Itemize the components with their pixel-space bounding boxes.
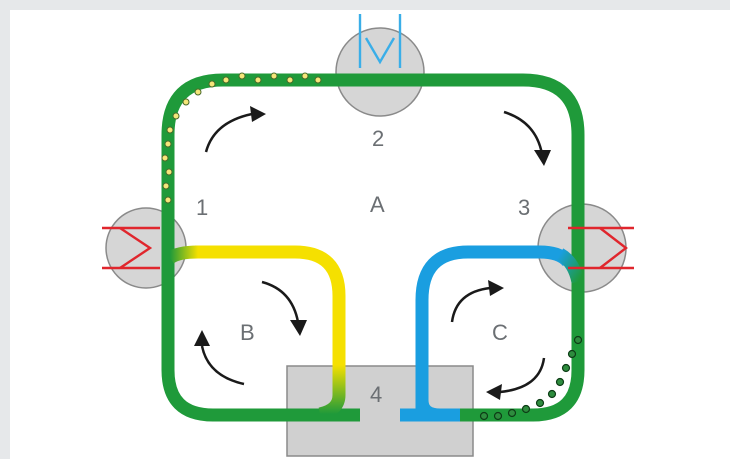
loop-b-green-lead (166, 245, 199, 264)
label-loop-b: B (240, 320, 255, 345)
particles-yellow (161, 72, 322, 204)
loop-a-lower-left (161, 260, 300, 422)
node-2 (335, 27, 425, 117)
arrow-c-top (450, 280, 504, 323)
label-2: 2 (372, 126, 384, 151)
loop-c-bottom-curve (415, 399, 441, 422)
heater-3 (568, 226, 634, 270)
loop-a-path (161, 73, 585, 275)
loop-c-green-join (556, 248, 585, 284)
label-loop-c: C (492, 320, 508, 345)
loop-b-path (195, 245, 346, 365)
loop-a-lower-right (460, 268, 585, 422)
label-loop-a: A (370, 192, 385, 217)
particles-dark (479, 335, 583, 421)
label-4: 4 (370, 382, 382, 407)
arrow-b-left (194, 330, 245, 386)
loop-b-tail (318, 365, 346, 421)
heater-1 (102, 226, 160, 270)
arrow-c-bottom (486, 357, 546, 400)
cooler-2 (358, 14, 402, 68)
arrow-b-right (261, 280, 307, 336)
arrow-a-left (204, 106, 266, 153)
label-1: 1 (196, 195, 208, 220)
arrow-a-right (503, 110, 551, 166)
label-3: 3 (518, 195, 530, 220)
